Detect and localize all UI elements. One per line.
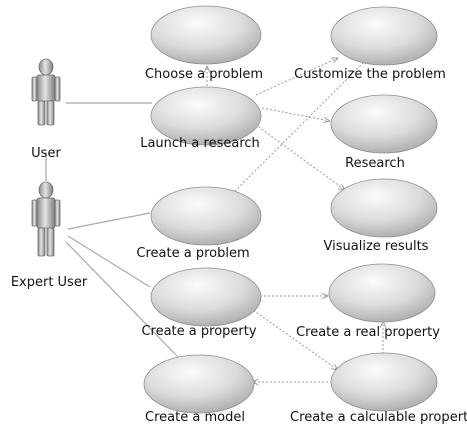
use-case-label: Research [345, 156, 405, 171]
actor-expert-user: Expert User [11, 181, 88, 290]
use-case-label: Visualize results [324, 239, 429, 254]
use-case-ellipse [330, 352, 438, 412]
use-case-label: Launch a research [140, 136, 260, 151]
assoc-expert-create-property [67, 235, 151, 288]
use-case-label: Customize the problem [294, 67, 446, 82]
use-case-customize-problem: Customize the problem [294, 6, 446, 82]
use-case-label: Create a problem [136, 246, 249, 261]
actor-user-label: User [31, 146, 61, 161]
use-case-ellipse [150, 186, 262, 246]
connectors [45, 57, 383, 382]
use-case-launch-research: Launch a research [140, 86, 262, 151]
dep-createproblem-customize [231, 58, 368, 195]
expert-user-figure-icon [31, 181, 61, 257]
actor-user: User [31, 58, 61, 161]
use-case-label: Choose a problem [145, 67, 263, 82]
assoc-expert-create-model [65, 241, 179, 358]
dep-launch-research [261, 107, 330, 121]
use-case-label: Create a property [141, 324, 256, 339]
dep-property-calculable [249, 307, 338, 370]
use-case-create-property: Create a property [141, 267, 262, 339]
use-case-ellipse [150, 267, 262, 327]
assoc-expert-create-problem [67, 212, 151, 230]
use-case-ellipse [330, 6, 438, 66]
use-case-research: Research [330, 94, 438, 171]
use-case-ellipse [328, 263, 436, 323]
use-case-visualize-results: Visualize results [324, 178, 438, 254]
use-case-ellipse [150, 5, 262, 65]
use-case-ellipse [143, 354, 255, 414]
actor-expert-user-label: Expert User [11, 275, 88, 290]
use-case-ellipse [150, 86, 262, 146]
use-case-choose-problem: Choose a problem [145, 5, 263, 82]
use-case-ellipse [330, 94, 438, 154]
use-case-label: Create a real property [296, 325, 440, 340]
use-case-label: Create a calculable property [290, 410, 467, 425]
dep-launch-visualize [251, 121, 345, 190]
use-case-create-model: Create a model [143, 354, 255, 425]
use-case-ellipse [330, 178, 438, 238]
use-case-create-calculable-property: Create a calculable property [290, 352, 467, 425]
dep-launch-customize [255, 57, 338, 96]
use-case-create-real-property: Create a real property [296, 263, 440, 340]
user-figure-icon [31, 58, 61, 126]
use-case-label: Create a model [145, 410, 245, 425]
use-case-create-problem: Create a problem [136, 186, 262, 261]
